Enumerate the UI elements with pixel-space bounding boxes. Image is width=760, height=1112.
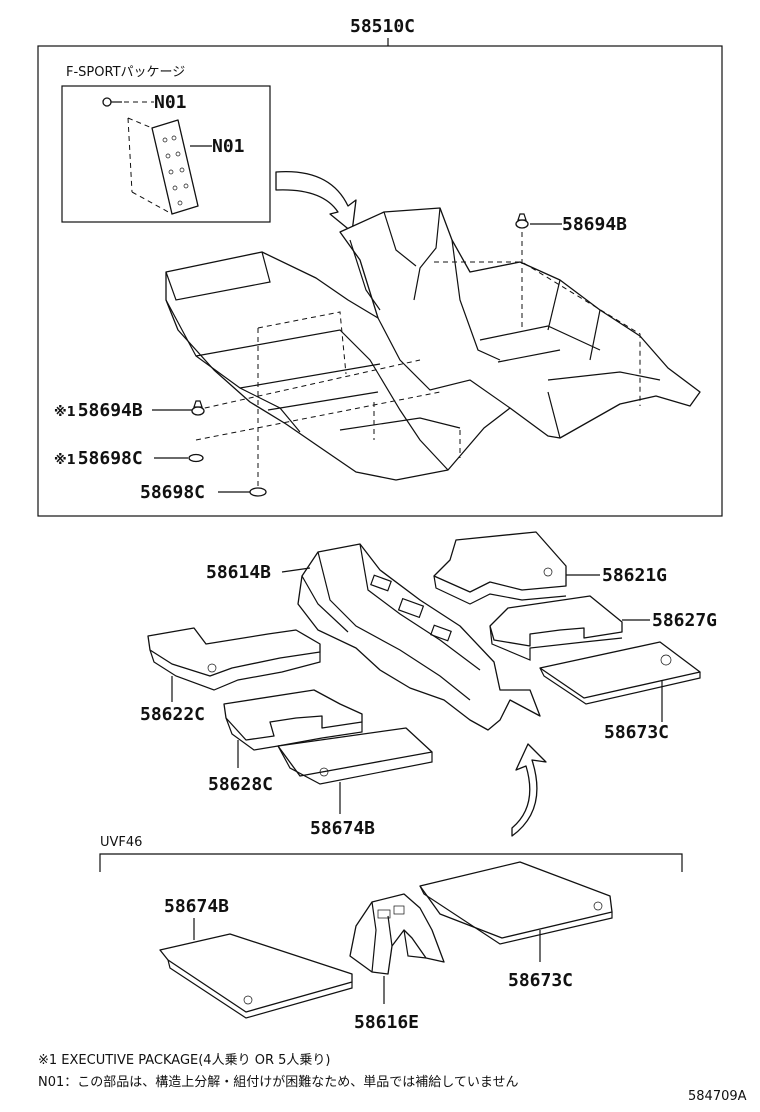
mat-58674B [277,727,433,785]
washer-58698C-bottom-icon [249,487,267,497]
footnote-executive-package: ※1 EXECUTIVE PACKAGE(4人乗り OR 5人乗り) [38,1053,330,1068]
mat-58673C [539,641,701,705]
label-n01-plate: N01 [212,136,245,157]
silencer-58627G [489,595,623,661]
label-58616E: 58616E [354,1012,419,1033]
washer-58698C-left-icon [188,453,204,463]
label-58694B-right: 58694B [562,214,627,235]
mat-58674B-uvf46 [159,933,353,1019]
mounting-dash-lines [195,232,641,488]
uvf46-bracket [99,853,683,872]
label-58674B-uvf46: 58674B [164,896,229,917]
leader-58614B [281,567,311,573]
silencer-58628C [223,689,363,751]
floor-carpet-assembly [165,207,701,481]
label-58622C: 58622C [140,704,205,725]
fsport-inset-frame [61,85,271,223]
assembly-arrow-top [275,170,357,233]
mat-58673C-uvf46 [419,861,613,945]
label-n01-clip: N01 [154,92,187,113]
silencer-58622C [147,627,321,691]
label-58621G: 58621G [602,565,667,586]
label-58673C: 58673C [604,722,669,743]
tunnel-silencer-58614B [297,543,541,731]
label-58627G: 58627G [652,610,717,631]
footnote-n01: N01：この部品は、構造上分解・組付けが困難なため、単品では補給していません [38,1074,519,1090]
label-58698C-bottom: 58698C [140,482,205,503]
label-58674B: 58674B [310,818,375,839]
uvf46-label: UVF46 [100,835,142,850]
inset-clip-icon [102,97,122,107]
diagram-code: 584709A [688,1089,747,1104]
clip-58694B-right-icon [515,213,529,229]
clip-58694B-left-icon [191,400,205,416]
fsport-package-label: F-SPORTパッケージ [66,65,185,80]
label-58614B: 58614B [206,562,271,583]
tunnel-silencer-58616E [349,893,445,975]
label-58628C: 58628C [208,774,273,795]
label-58673C-uvf46: 58673C [508,970,573,991]
assembly-arrow-up [511,743,547,837]
label-58510C: 58510C [350,16,415,37]
foot-rest-plate-icon [127,117,199,215]
group-frame-58510C [37,45,723,517]
silencer-58621G [433,531,567,605]
